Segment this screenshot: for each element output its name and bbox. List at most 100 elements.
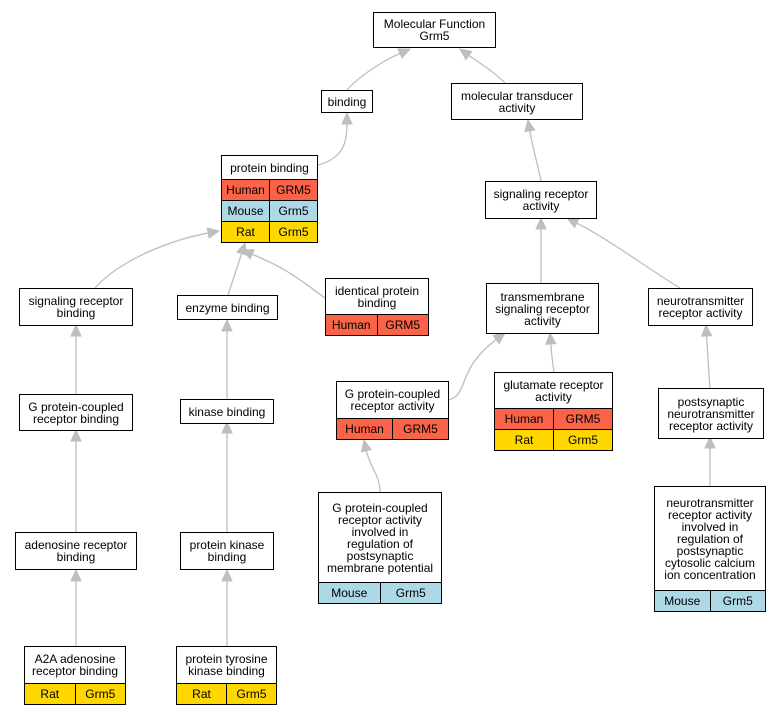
go-term-label: signaling receptor binding [28, 294, 124, 320]
go-term-label: kinase binding [188, 404, 266, 419]
gene-symbol: Grm5 [226, 684, 276, 704]
species-name: Rat [40, 687, 60, 701]
gene-symbol: GRM5 [376, 315, 429, 335]
go-term-node: kinase binding [180, 399, 274, 424]
species-name: Mouse [227, 204, 264, 218]
go-term-node: neurotransmitter receptor activity invol… [654, 486, 766, 612]
is-a-edge [227, 252, 243, 296]
species-name: Rat [236, 225, 255, 239]
species-name: Human [345, 422, 384, 436]
gene-symbol: Grm5 [269, 201, 317, 221]
go-term-label: protein binding [230, 160, 309, 175]
arrowhead [397, 48, 412, 59]
arrowhead [704, 435, 716, 449]
is-a-edge [250, 253, 326, 299]
go-term-node: neurotransmitter receptor activity [648, 288, 753, 326]
is-a-edge [94, 232, 210, 289]
arrowhead [221, 420, 233, 434]
go-term-label: protein tyrosine kinase binding [185, 652, 268, 678]
arrowhead [206, 227, 221, 239]
gene-symbol: Grm5 [553, 430, 612, 450]
species-annotation-row: Mouse Grm5 [222, 200, 317, 221]
go-term-node: protein kinase binding [180, 532, 274, 570]
go-term-node: adenosine receptor binding [15, 532, 137, 570]
species-name: Human [504, 412, 544, 426]
go-term-node: molecular transducer activity [451, 83, 583, 120]
species-name: Rat [192, 687, 211, 701]
gene-symbol: Grm5 [74, 684, 126, 704]
is-a-edge [447, 338, 498, 401]
arrowhead [70, 428, 82, 442]
is-a-edge [705, 334, 711, 389]
go-term-node: enzyme binding [177, 295, 278, 320]
species-annotation-row: Rat Grm5 [177, 683, 276, 704]
arrowhead [70, 568, 82, 582]
go-term-label: neurotransmitter receptor activity invol… [664, 495, 756, 582]
gene-symbol: GRM5 [392, 419, 448, 439]
is-a-edge [529, 129, 542, 182]
arrowhead [700, 323, 713, 337]
species-name: Human [331, 318, 371, 332]
go-term-node: Molecular Function Grm5 [373, 12, 496, 48]
go-term-label: G protein-coupled receptor activity [344, 387, 441, 413]
go-term-node: signaling receptor binding [19, 288, 133, 326]
gene-symbol: Grm5 [379, 583, 442, 603]
gene-symbol: Grm5 [269, 222, 317, 242]
is-a-edge [467, 54, 506, 84]
go-term-node: postsynaptic neurotransmitter receptor a… [658, 388, 764, 439]
arrowhead [221, 318, 233, 332]
gene-symbol: GRM5 [269, 180, 317, 200]
arrowhead [459, 48, 473, 61]
species-annotation-row: Human GRM5 [495, 408, 612, 429]
is-a-edge [365, 449, 381, 493]
go-term-node: G protein-coupled receptor binding [19, 394, 133, 431]
go-term-label: binding [327, 94, 367, 109]
arrowhead [565, 217, 580, 229]
gene-symbol: Grm5 [709, 591, 766, 611]
go-term-label: A2A adenosine receptor binding [31, 652, 119, 678]
species-name: Human [226, 183, 265, 197]
go-term-label: G protein-coupled receptor activity invo… [326, 500, 434, 575]
species-annotation-row: Human GRM5 [222, 179, 317, 200]
arrowhead [492, 332, 506, 345]
arrowhead [535, 216, 547, 230]
is-a-edge [317, 122, 348, 166]
is-a-edge [550, 342, 555, 373]
gene-symbol: GRM5 [553, 409, 612, 429]
go-term-label: adenosine receptor binding [24, 538, 128, 564]
species-annotation-row: Rat Grm5 [222, 221, 317, 242]
is-a-edge [575, 221, 681, 289]
go-term-label: enzyme binding [185, 300, 270, 315]
go-term-label: molecular transducer activity [460, 88, 574, 115]
go-term-label: glutamate receptor activity [503, 377, 604, 404]
arrowhead [545, 331, 557, 345]
go-term-label: G protein-coupled receptor binding [28, 399, 124, 426]
go-term-label: signaling receptor activity [493, 187, 589, 213]
go-term-node: binding [321, 90, 373, 113]
arrowhead [360, 438, 373, 453]
species-name: Mouse [331, 586, 368, 600]
go-term-label: protein kinase binding [189, 538, 265, 564]
species-annotation-row: Human GRM5 [337, 418, 448, 439]
arrowhead [221, 568, 233, 582]
arrowhead [341, 111, 353, 125]
is-a-edge [346, 52, 402, 91]
arrowhead [240, 249, 255, 260]
species-annotation-row: Rat Grm5 [25, 683, 125, 704]
go-term-node: transmembrane signaling receptor activit… [486, 283, 599, 334]
go-term-node: signaling receptor activity [485, 181, 597, 219]
species-annotation-row: Mouse Grm5 [319, 582, 441, 603]
arrowhead [524, 118, 536, 133]
go-term-label: transmembrane signaling receptor activit… [495, 289, 590, 328]
go-term-node: G protein-coupled receptor activity invo… [318, 492, 442, 604]
species-annotation-row: Human GRM5 [326, 314, 428, 335]
go-term-label: identical protein binding [334, 283, 420, 310]
